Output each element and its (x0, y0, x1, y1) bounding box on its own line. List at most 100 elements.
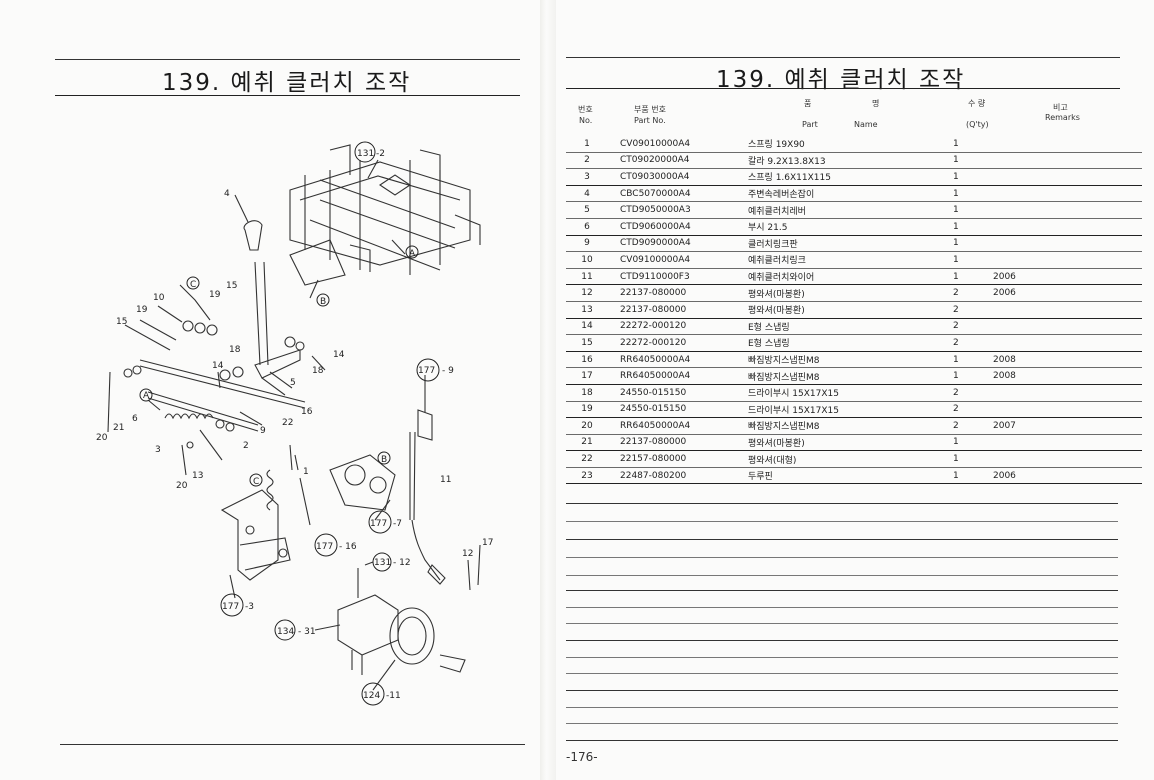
right-title-rule-bottom (566, 88, 1120, 89)
callout-14a: 14 (212, 361, 224, 371)
part-number: CT09020000A4 (608, 152, 740, 170)
part-number: CTD9050000A3 (608, 201, 740, 219)
blank-line (566, 539, 1118, 540)
remarks (993, 334, 1142, 352)
blank-line (566, 575, 1118, 576)
callout-a-top: A (409, 249, 416, 259)
header-name-ko-2: 명 (872, 99, 880, 108)
callout-9: 9 (260, 426, 266, 436)
part-number: CV09100000A4 (608, 251, 740, 269)
remarks: 2007 (993, 417, 1142, 435)
row-number: 18 (566, 384, 608, 402)
blank-line (566, 690, 1118, 691)
header-name-ko-1: 품 (804, 99, 812, 108)
row-number: 11 (566, 268, 608, 286)
callout-131-2: 131 (357, 149, 374, 159)
quantity: 1 (953, 467, 993, 485)
left-page (0, 0, 548, 780)
callout-177-9: 177 (418, 366, 435, 376)
remarks (993, 401, 1142, 419)
callout-22: 22 (282, 418, 293, 428)
part-number: 22137-080000 (608, 284, 740, 302)
callout-177-7: 177 (370, 519, 387, 529)
quantity: 1 (953, 434, 993, 452)
part-name: 두루핀 (740, 467, 953, 485)
part-name: 예취클러치레버 (740, 201, 953, 219)
header-remarks-en: Remarks (1045, 113, 1080, 122)
row-number: 17 (566, 367, 608, 385)
part-name: 평와셔(대형) (740, 450, 953, 468)
quantity: 2 (953, 401, 993, 419)
blank-line (566, 723, 1118, 724)
part-name: 드라이부시 15X17X15 (740, 401, 953, 419)
callout-177-16: 177 (316, 542, 333, 552)
part-number: 24550-015150 (608, 384, 740, 402)
row-number: 19 (566, 401, 608, 419)
row-number: 10 (566, 251, 608, 269)
remarks: 2006 (993, 467, 1142, 485)
remarks: 2006 (993, 284, 1142, 302)
blank-line (566, 557, 1118, 558)
row-number: 5 (566, 201, 608, 219)
part-name: 스프링 1.6X11X115 (740, 168, 953, 186)
part-number: CV09010000A4 (608, 136, 740, 153)
remarks: 2008 (993, 351, 1142, 369)
remarks (993, 318, 1142, 336)
parts-table-header: 번호 No. 부품 번호 Part No. 품 명 Part Name 수 량 … (566, 94, 1122, 136)
row-number: 16 (566, 351, 608, 369)
part-number: CTD9110000F3 (608, 268, 740, 286)
row-number: 4 (566, 185, 608, 203)
header-part-no-en: Part No. (634, 116, 666, 125)
remarks: 2008 (993, 367, 1142, 385)
quantity: 1 (953, 152, 993, 170)
blank-line (566, 740, 1118, 741)
part-name: 평와셔(마봉환) (740, 301, 953, 319)
blank-line (566, 503, 1118, 504)
quantity: 1 (953, 136, 993, 153)
part-name: 주변속레버손잡이 (740, 185, 953, 203)
left-title-rule-top (55, 59, 520, 60)
header-qty-en: (Q'ty) (966, 120, 989, 129)
book-gutter (540, 0, 556, 780)
blank-line (566, 640, 1118, 641)
blank-line (566, 590, 1118, 591)
header-no-ko: 번호 (578, 105, 593, 114)
callout-b-top: B (320, 297, 326, 307)
part-name: 드라이부시 15X17X15 (740, 384, 953, 402)
remarks (993, 235, 1142, 253)
part-number: 22272-000120 (608, 334, 740, 352)
remarks (993, 201, 1142, 219)
callout-18a: 18 (229, 345, 241, 355)
remarks (993, 136, 1142, 153)
callout-19b: 19 (136, 305, 148, 315)
callout-177-9-suffix: - 9 (442, 366, 454, 376)
callout-134-31: 134 (277, 627, 294, 637)
part-number: CTD9090000A4 (608, 235, 740, 253)
left-bottom-rule (60, 744, 525, 745)
header-name-en-2: Name (854, 120, 878, 129)
part-name: 빠짐방지스냅핀M8 (740, 351, 953, 369)
part-name: E형 스냅링 (740, 334, 953, 352)
left-title-rule-bottom (55, 95, 520, 96)
callout-134-31-suffix: - 31 (298, 627, 316, 637)
parts-list: 번호 No. 부품 번호 Part No. 품 명 Part Name 수 량 … (566, 94, 1142, 485)
callout-13: 13 (192, 471, 203, 481)
part-name: 평와셔(마봉환) (740, 434, 953, 452)
callout-17: 17 (482, 538, 493, 548)
row-number: 1 (566, 136, 608, 153)
blank-line (566, 521, 1118, 522)
quantity: 1 (953, 450, 993, 468)
quantity: 1 (953, 251, 993, 269)
callout-131-12-suffix: - 12 (393, 558, 411, 568)
callout-12: 12 (462, 549, 473, 559)
callout-b-lower: B (381, 455, 387, 465)
